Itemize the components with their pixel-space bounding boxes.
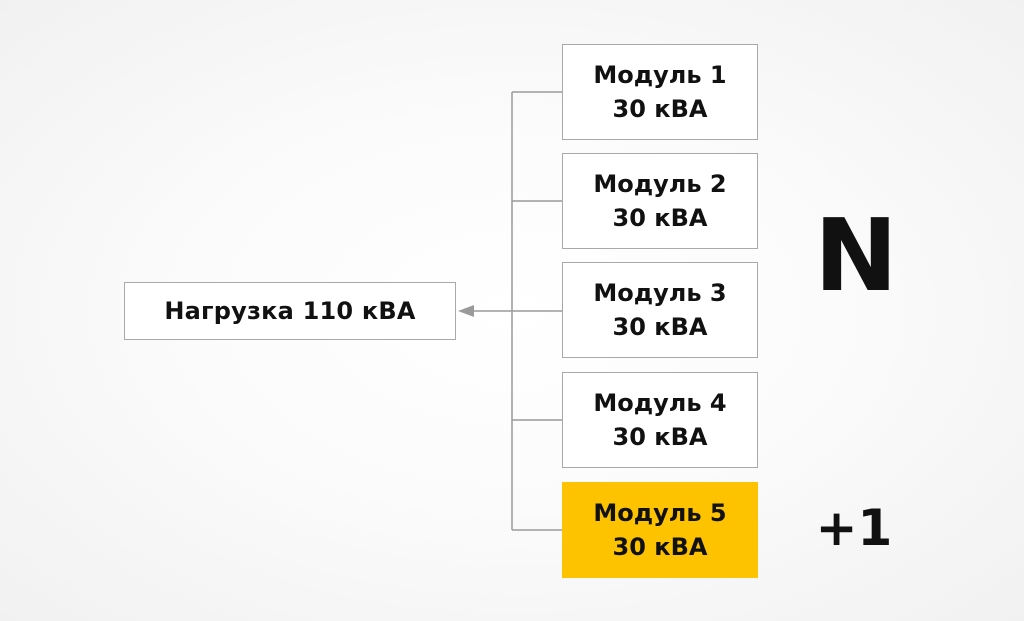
arrow-head-icon [458, 305, 474, 317]
load-label: Нагрузка 110 кВА [164, 297, 416, 325]
module-power: 30 кВА [612, 204, 708, 232]
module-box-4: Модуль 4 30 кВА [562, 372, 758, 468]
module-bus [470, 91, 562, 531]
module-name: Модуль 2 [593, 170, 727, 198]
module-name: Модуль 4 [593, 389, 727, 417]
plus-one-label: +1 [815, 499, 893, 557]
module-power: 30 кВА [612, 533, 708, 561]
module-power: 30 кВА [612, 95, 708, 123]
module-power: 30 кВА [612, 313, 708, 341]
load-box: Нагрузка 110 кВА [124, 282, 456, 340]
module-name: Модуль 3 [593, 279, 727, 307]
module-box-5-reserve: Модуль 5 30 кВА [562, 482, 758, 578]
module-power: 30 кВА [612, 423, 708, 451]
module-box-2: Модуль 2 30 кВА [562, 153, 758, 249]
module-box-1: Модуль 1 30 кВА [562, 44, 758, 140]
module-name: Модуль 1 [593, 61, 727, 89]
module-box-3: Модуль 3 30 кВА [562, 262, 758, 358]
module-name: Модуль 5 [593, 499, 727, 527]
n-label: N [814, 197, 898, 314]
